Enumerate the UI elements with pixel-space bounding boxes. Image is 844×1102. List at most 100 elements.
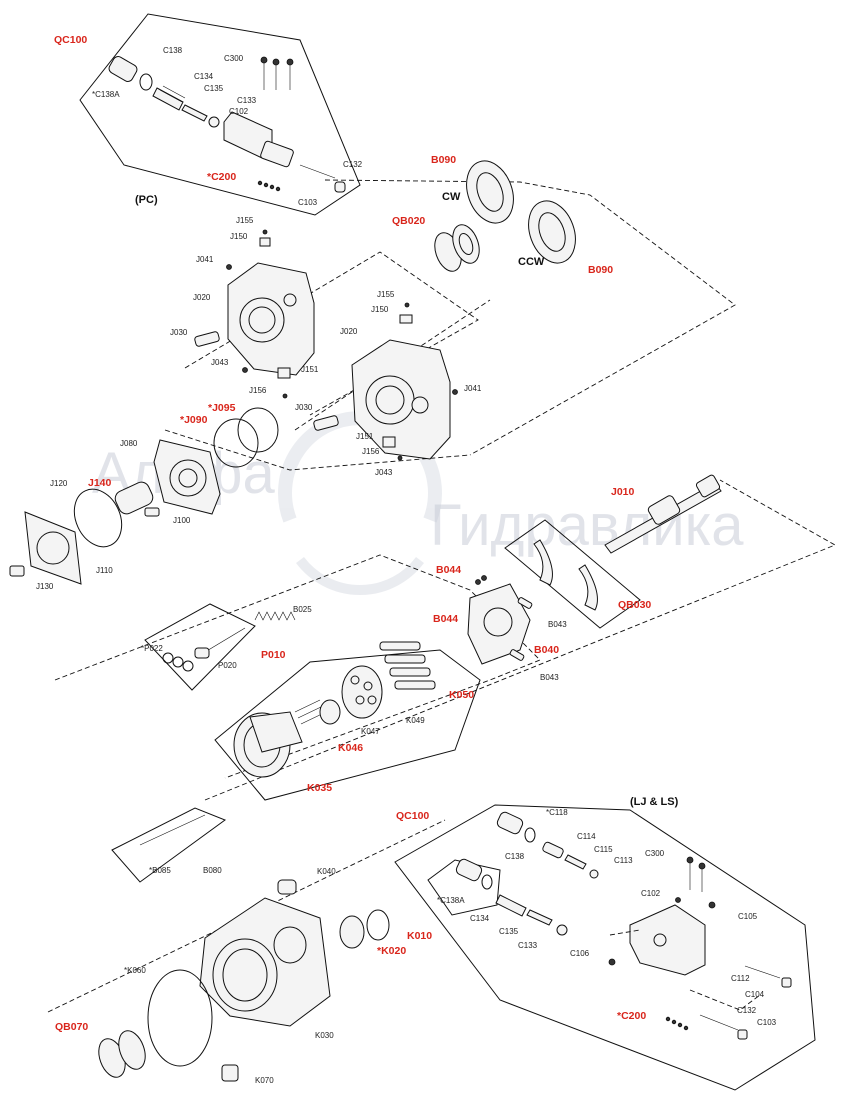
label-c102-bottom: C102 [641, 889, 661, 898]
label-qb070: QB070 [55, 1021, 89, 1033]
upper-long-dash-a [324, 179, 736, 456]
label-c118: *C118 [546, 808, 568, 817]
label-j095: *J095 [208, 402, 236, 414]
label-c138-top: C138 [163, 46, 183, 55]
label-k070: K070 [255, 1076, 274, 1085]
ljls-dash-a [609, 929, 641, 936]
label-k040: K040 [317, 867, 336, 876]
b090-cw-plate [466, 160, 514, 224]
label-k020: *K020 [377, 945, 407, 957]
ljls-dash-b [689, 989, 761, 1011]
j020-housing-pc [194, 229, 315, 399]
lower-pump-dash-outline [54, 554, 541, 779]
label-c104: C104 [745, 990, 765, 999]
k060-oring [147, 969, 213, 1067]
label-j156-b: J156 [362, 447, 380, 456]
label-j020-a: J020 [193, 293, 211, 302]
label-c135-bottom: C135 [499, 927, 519, 936]
upper-housing-dash [294, 299, 491, 431]
label-c114: C114 [577, 832, 596, 841]
lower-long-dash-a [204, 479, 837, 801]
label-c132-bottom: C132 [737, 1006, 757, 1015]
label-qb030: QB030 [618, 599, 652, 611]
label-k050: K050 [449, 689, 475, 701]
label-j150-b: J150 [371, 305, 389, 314]
label-c133-bottom: C133 [518, 941, 538, 950]
label-b025: B025 [293, 605, 312, 614]
label-j155-b: J155 [377, 290, 395, 299]
label-c134-bottom: C134 [470, 914, 490, 923]
j010-shaft [604, 474, 722, 554]
b025-spring [254, 611, 296, 621]
label-c102-top: C102 [229, 107, 249, 116]
label-j090: *J090 [180, 414, 208, 426]
b080-group-outline [111, 807, 227, 883]
j100-bolt [144, 507, 160, 517]
qb020-bearing [434, 224, 480, 272]
label-c138a-bottom: *C138A [437, 896, 465, 905]
b080-pin [139, 814, 206, 846]
p020-group-outline [144, 603, 256, 691]
label-p022: *P022 [141, 644, 163, 653]
label-j151-b: J151 [356, 432, 374, 441]
label-k060: *K060 [124, 966, 146, 975]
label-j080: J080 [120, 439, 138, 448]
k049-retainer-plate [341, 665, 383, 719]
k040-plug [277, 879, 297, 895]
j130-bolt [9, 565, 25, 577]
label-k047: K047 [361, 727, 380, 736]
label-k030: K030 [315, 1031, 334, 1040]
upper-long-dash-b [164, 429, 471, 471]
label-j030-a: J030 [170, 328, 188, 337]
label-k046: K046 [338, 742, 364, 754]
label-j041-a: J041 [196, 255, 214, 264]
label-pc: (PC) [135, 194, 158, 206]
label-j151-a: J151 [301, 365, 319, 374]
label-c200-top: *C200 [207, 171, 237, 183]
label-b090-b: B090 [588, 264, 614, 276]
j080-flange [153, 439, 221, 515]
label-c112: C112 [731, 974, 750, 983]
label-c103-bottom: C103 [757, 1018, 777, 1027]
label-c200-bottom: *C200 [617, 1010, 647, 1022]
label-k010: K010 [407, 930, 433, 942]
b090-ccw-plate [528, 200, 576, 264]
ljls-parts [455, 811, 792, 1040]
label-b043-a: B043 [548, 620, 567, 629]
label-j043-a: J043 [211, 358, 229, 367]
label-b080: B080 [203, 866, 222, 875]
label-j043-b: J043 [375, 468, 393, 477]
label-j030-b: J030 [295, 403, 313, 412]
label-b044-b: B044 [433, 613, 459, 625]
qb030-bearing-halves [533, 539, 598, 611]
c138-inner-outline [427, 859, 501, 916]
label-j120: J120 [50, 479, 68, 488]
label-j100: J100 [173, 516, 191, 525]
label-c134-top: C134 [194, 72, 214, 81]
label-k049: K049 [406, 716, 425, 725]
qb030-group-outline [504, 519, 641, 629]
label-j150-a: J150 [230, 232, 248, 241]
label-j110: J110 [96, 566, 113, 575]
label-b043-b: B043 [540, 673, 559, 682]
label-qc100-bottom: QC100 [396, 810, 430, 822]
label-j010: J010 [611, 486, 635, 498]
label-qc100-top: QC100 [54, 34, 88, 46]
b040-swashplate [467, 575, 533, 665]
qc100-top-group-outline [79, 13, 361, 216]
j110-cover [24, 511, 82, 585]
qb070-bearing [98, 1030, 146, 1078]
k010-snap-ring [366, 909, 390, 941]
label-j156-a: J156 [249, 386, 267, 395]
label-p020: P020 [218, 661, 237, 670]
label-ccw: CCW [518, 256, 545, 268]
label-c106: C106 [570, 949, 590, 958]
label-b044-a: B044 [436, 564, 462, 576]
k070-plug [221, 1064, 239, 1082]
j140-sleeve [114, 481, 154, 515]
k035-cylinder-block [233, 711, 303, 778]
label-cw: CW [442, 191, 461, 203]
p010-group-outline [214, 649, 481, 801]
label-c132-top: C132 [343, 160, 363, 169]
